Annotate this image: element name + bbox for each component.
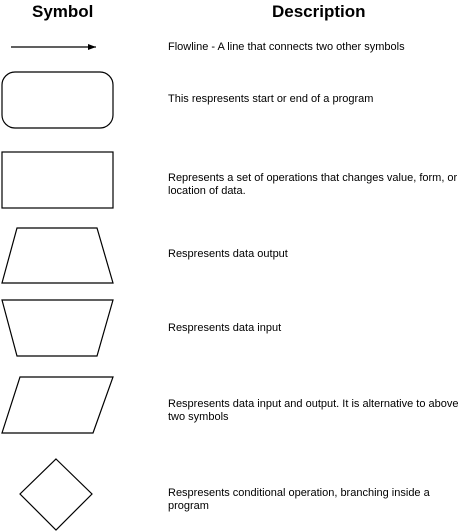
- description-flowline: Flowline - A line that connects two othe…: [168, 41, 405, 53]
- description-process: Represents a set of operations that chan…: [168, 172, 458, 197]
- description-output: Respresents data output: [168, 248, 288, 260]
- description-terminal: This respresents start or end of a progr…: [168, 93, 374, 105]
- process-rectangle-icon: [1, 151, 114, 209]
- description-input-output: Respresents data input and output. It is…: [168, 398, 459, 423]
- output-trapezoid-icon: [1, 227, 114, 284]
- description-input: Respresents data input: [168, 322, 282, 334]
- input-output-parallelogram-icon: [1, 376, 114, 434]
- decision-diamond-icon: [19, 458, 93, 531]
- description-decision: Respresents conditional operation, branc…: [168, 487, 430, 512]
- description-header: Description: [272, 2, 366, 21]
- terminal-rounded-rectangle-icon: [1, 71, 114, 129]
- input-inverted-trapezoid-icon: [1, 299, 114, 357]
- symbol-header: Symbol: [32, 2, 94, 21]
